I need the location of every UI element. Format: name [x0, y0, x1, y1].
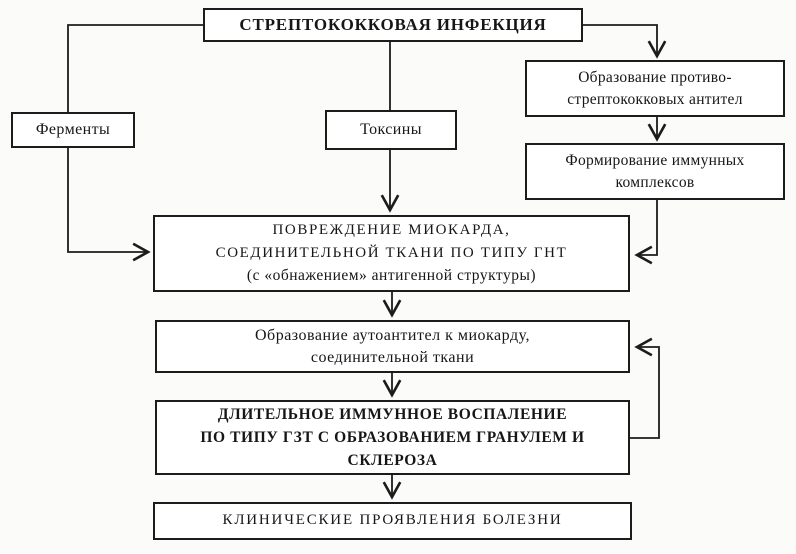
box-label-line: Формирование иммунных	[565, 151, 745, 169]
box-label-line: ПО ТИПУ ГЗТ С ОБРАЗОВАНИЕМ ГРАНУЛЕМ И	[200, 428, 585, 446]
box-label-line: ПОВРЕЖДЕНИЕ МИОКАРДА,	[272, 222, 511, 239]
arrow-infection-to-antibodies	[583, 24, 667, 59]
box-immune-complexes: Формирование иммунных комплексов	[525, 143, 785, 200]
box-label-line: (с «обнажением» антигенной структуры)	[246, 267, 537, 285]
box-label-line: комплексов	[615, 173, 695, 191]
box-autoantibodies: Образование аутоантител к миокарду, соед…	[155, 320, 630, 373]
box-label: СТРЕПТОКОККОВАЯ ИНФЕКЦИЯ	[239, 14, 547, 34]
box-label-line: Образование противо-	[578, 68, 732, 86]
line-infection-to-enzymes	[67, 24, 203, 112]
box-label: КЛИНИЧЕСКИЕ ПРОЯВЛЕНИЯ БОЛЕЗНИ	[222, 512, 563, 529]
box-myocardial-damage: ПОВРЕЖДЕНИЕ МИОКАРДА, СОЕДИНИТЕЛЬНОЙ ТКА…	[153, 215, 630, 292]
box-label-line: СОЕДИНИТЕЛЬНОЙ ТКАНИ ПО ТИПУ ГНТ	[215, 244, 568, 261]
box-label-line: соединительной ткани	[310, 348, 475, 366]
box-clinical-manifestations: КЛИНИЧЕСКИЕ ПРОЯВЛЕНИЯ БОЛЕЗНИ	[153, 502, 632, 540]
arrow-complexes-to-damage	[634, 200, 658, 265]
box-antistreptococcal-antibodies: Образование противо- стрептококковых ант…	[525, 60, 785, 117]
box-label-line: Образование аутоантител к миокарду,	[255, 326, 530, 344]
box-label-line: стрептококковых антител	[567, 90, 743, 108]
box-toxins: Токсины	[325, 110, 457, 150]
arrow-enzymes-to-damage	[67, 148, 151, 262]
box-label-line: СКЛЕРОЗА	[347, 452, 438, 470]
arrow-inflammation-feedback	[630, 337, 660, 439]
box-label-line: ДЛИТЕЛЬНОЕ ИММУННОЕ ВОСПАЛЕНИЕ	[217, 405, 568, 423]
box-label: Ферменты	[35, 121, 111, 139]
box-label: Токсины	[360, 121, 422, 139]
box-chronic-immune-inflammation: ДЛИТЕЛЬНОЕ ИММУННОЕ ВОСПАЛЕНИЕ ПО ТИПУ Г…	[155, 400, 630, 475]
box-enzymes: Ферменты	[11, 112, 135, 148]
box-streptococcal-infection: СТРЕПТОКОККОВАЯ ИНФЕКЦИЯ	[203, 8, 583, 42]
